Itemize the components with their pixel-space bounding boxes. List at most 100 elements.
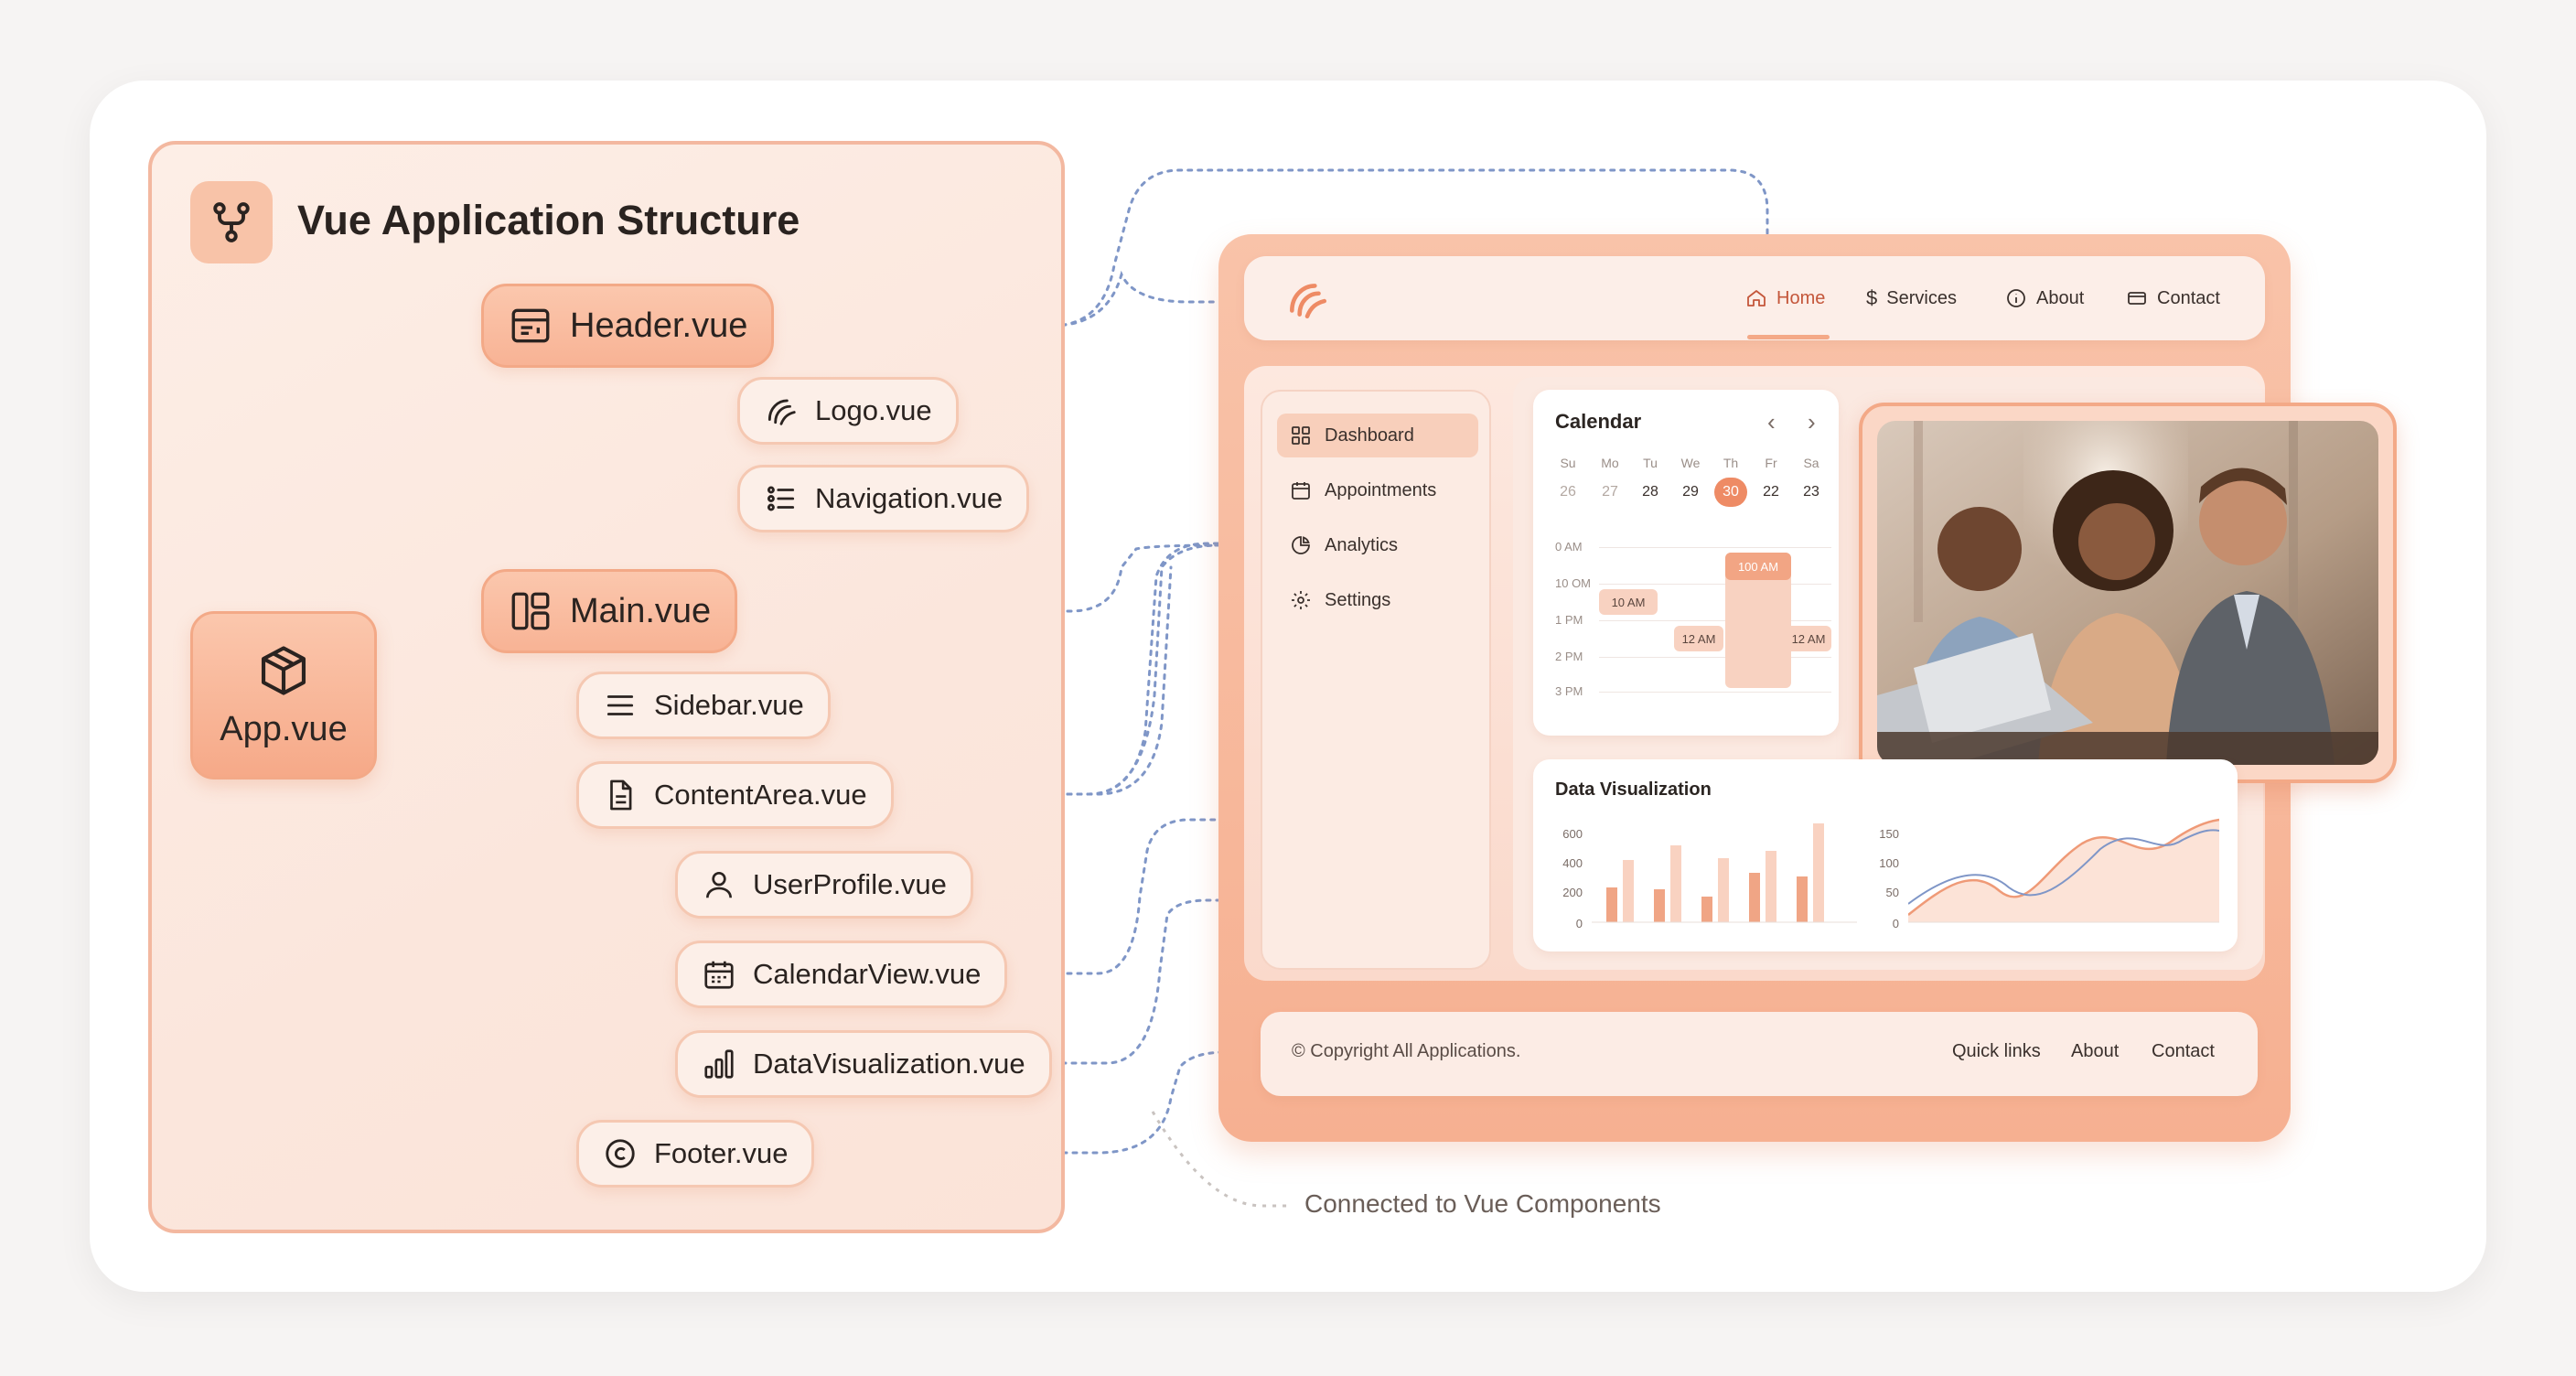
footer-link-quick-links[interactable]: Quick links	[1952, 1041, 2041, 1061]
day-of-week: Sa	[1803, 456, 1819, 470]
git-branch-icon	[190, 181, 273, 263]
sidebar-item-dashboard[interactable]: Dashboard	[1277, 414, 1478, 457]
logo-vue-node[interactable]: Logo.vue	[737, 377, 959, 445]
user-icon	[705, 871, 733, 898]
calendar-event[interactable]: 10 AM	[1599, 589, 1658, 615]
time-gridline	[1599, 657, 1831, 658]
bar-chart	[1592, 823, 1857, 923]
bar	[1718, 858, 1729, 922]
calendar-event[interactable]: 12 AM	[1674, 626, 1723, 651]
bar	[1766, 851, 1776, 922]
pie-icon	[1292, 536, 1310, 554]
area-fill	[1908, 820, 2219, 922]
bar-axis-tick: 200	[1562, 886, 1583, 899]
mock-sidebar	[1261, 390, 1491, 970]
calendar-date[interactable]: 28	[1642, 484, 1658, 500]
calendarview-vue-node[interactable]: CalendarView.vue	[675, 941, 1008, 1008]
nav-home[interactable]: Home	[1745, 274, 1825, 322]
logo-swirl-icon	[767, 399, 796, 425]
bar	[1749, 873, 1760, 922]
bar	[1701, 897, 1712, 922]
nav-contact[interactable]: Contact	[2126, 274, 2220, 322]
day-of-week: Fr	[1765, 456, 1777, 470]
userprofile-vue-label: UserProfile.vue	[753, 868, 947, 900]
app-logo-icon[interactable]	[1284, 276, 1330, 322]
chevron-right-icon[interactable]: ›	[1808, 408, 1816, 435]
list-icon	[767, 486, 795, 511]
mock-header-bar	[1244, 256, 2265, 340]
day-of-week: Tu	[1643, 456, 1658, 470]
time-label: 2 PM	[1555, 650, 1583, 663]
calendar-date[interactable]: 26	[1560, 484, 1576, 500]
sidebar-item-label: Analytics	[1325, 534, 1399, 555]
home-icon	[1747, 290, 1766, 306]
line-axis-tick: 100	[1879, 856, 1899, 870]
series-line-blue	[1908, 829, 2219, 905]
logo-vue-label: Logo.vue	[815, 394, 932, 426]
calendar-date-selected[interactable]: 30	[1714, 478, 1747, 507]
nav-about[interactable]: About	[2005, 274, 2084, 322]
sidebar-vue-node[interactable]: Sidebar.vue	[576, 672, 831, 739]
time-label: 1 PM	[1555, 613, 1583, 627]
calendar-date[interactable]: 29	[1682, 484, 1699, 500]
time-gridline	[1599, 584, 1831, 585]
dollar-icon: $	[1866, 286, 1878, 309]
footer-vue-node[interactable]: Footer.vue	[576, 1120, 815, 1188]
bar-axis-tick: 600	[1562, 827, 1583, 841]
userprofile-vue-node[interactable]: UserProfile.vue	[675, 851, 973, 919]
browser-window-icon	[511, 308, 550, 343]
datavisualization-vue-label: DataVisualization.vue	[753, 1048, 1025, 1080]
app-vue-node[interactable]: App.vue	[190, 611, 377, 779]
document-icon	[610, 779, 632, 811]
bar	[1654, 889, 1665, 922]
chevron-left-icon[interactable]: ‹	[1767, 408, 1776, 435]
header-vue-node[interactable]: Header.vue	[481, 284, 775, 368]
calendar-date[interactable]: 22	[1763, 484, 1779, 500]
navigation-vue-node[interactable]: Navigation.vue	[737, 465, 1030, 532]
footer-link-about[interactable]: About	[2071, 1041, 2120, 1061]
line-axis-tick: 150	[1879, 827, 1899, 841]
calendar-date[interactable]: 23	[1803, 484, 1819, 500]
sidebar-vue-label: Sidebar.vue	[654, 689, 804, 721]
header-vue-label: Header.vue	[570, 306, 748, 345]
day-of-week: Th	[1723, 456, 1739, 470]
time-label: 3 PM	[1555, 684, 1583, 698]
sidebar-item-appointments[interactable]: Appointments	[1277, 468, 1478, 512]
day-of-week: Su	[1560, 456, 1576, 470]
bar	[1606, 887, 1617, 922]
app-vue-label: App.vue	[220, 709, 348, 748]
contentarea-vue-node[interactable]: ContentArea.vue	[576, 761, 894, 829]
main-vue-node[interactable]: Main.vue	[481, 569, 738, 653]
sidebar-item-label: Dashboard	[1325, 425, 1414, 446]
calendar-icon	[704, 961, 734, 989]
line-chart	[1908, 818, 2219, 923]
calendar-event[interactable]: 12 AM	[1786, 626, 1831, 651]
time-gridline	[1599, 620, 1831, 621]
datavisualization-vue-node[interactable]: DataVisualization.vue	[675, 1030, 1052, 1098]
contentarea-vue-label: ContentArea.vue	[654, 779, 867, 811]
nav-services[interactable]: $ Services	[1866, 274, 1957, 322]
calendar-icon	[1292, 482, 1310, 500]
info-icon	[2007, 289, 2025, 307]
sidebar-item-settings[interactable]: Settings	[1277, 578, 1478, 622]
nav-services-label: Services	[1886, 287, 1957, 308]
sidebar-item-analytics[interactable]: Analytics	[1277, 523, 1478, 567]
active-tab-indicator	[1747, 335, 1830, 339]
grid-icon	[1292, 426, 1310, 445]
bar-axis-tick: 0	[1575, 917, 1583, 930]
copyright-icon	[606, 1139, 635, 1168]
layout-icon	[511, 592, 550, 630]
team-photo	[1877, 421, 2378, 765]
time-label: 0 AM	[1555, 540, 1583, 554]
bar-axis-tick: 400	[1562, 856, 1583, 870]
footer-link-contact[interactable]: Contact	[2152, 1041, 2215, 1061]
calendar-event-label[interactable]: 100 AM	[1725, 553, 1791, 580]
day-of-week: Mo	[1601, 456, 1619, 470]
bar	[1813, 823, 1824, 922]
calendar-date[interactable]: 27	[1602, 484, 1618, 500]
time-label: 10 OM	[1555, 576, 1592, 590]
main-vue-label: Main.vue	[570, 591, 712, 630]
card-icon	[2128, 292, 2146, 305]
series-line-orange	[1908, 818, 2219, 916]
calendarview-vue-label: CalendarView.vue	[753, 958, 982, 990]
